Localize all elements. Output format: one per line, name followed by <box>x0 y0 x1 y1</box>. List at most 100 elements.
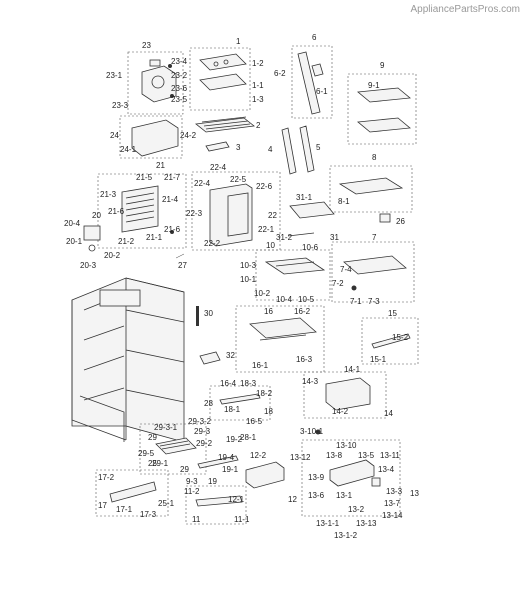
label-21-7: 21-7 <box>164 173 181 182</box>
label-6-2: 6-2 <box>274 69 286 78</box>
label-24-1: 24-1 <box>120 145 137 154</box>
label-31-1: 31-1 <box>296 193 313 202</box>
label-7: 7 <box>372 233 377 242</box>
label-19-1: 19-1 <box>222 465 239 474</box>
label-21-4: 21-4 <box>162 195 179 204</box>
part-21-evaporator <box>97 173 187 249</box>
label-19-4: 19-4 <box>218 453 235 462</box>
part-9-shelf <box>347 73 417 145</box>
label-10-5: 10-5 <box>298 295 315 304</box>
part-1-top-cover <box>189 47 251 111</box>
label-23-1: 23-1 <box>106 71 123 80</box>
label-18-1: 18-1 <box>224 405 241 414</box>
label-12-1: 12-1 <box>228 495 245 504</box>
label-13-2: 13-2 <box>348 505 365 514</box>
watermark: AppliancePartsPros.com <box>410 4 521 15</box>
part-13-dispenser-module <box>301 429 401 517</box>
part-26-clip <box>379 213 391 223</box>
label-6-1: 6-1 <box>316 87 328 96</box>
label-11-1: 11-1 <box>234 515 250 524</box>
label-10-4: 10-4 <box>276 295 293 304</box>
part-30-strip <box>196 306 199 326</box>
label-17: 17 <box>98 501 107 510</box>
label-29-3-2: 29-3-2 <box>188 417 212 426</box>
part-16-crisper-cover <box>235 305 325 373</box>
label-11: 11 <box>192 515 201 524</box>
label-3-10-1: 3-10-1 <box>300 427 324 436</box>
label-13-7: 13-7 <box>384 499 401 508</box>
label-18: 18 <box>264 407 273 416</box>
label-1-1: 1-1 <box>252 81 264 90</box>
label-7-4: 7-4 <box>340 265 352 274</box>
label-10-2: 10-2 <box>254 289 271 298</box>
label-22-4: 22-4 <box>210 163 227 172</box>
label-6: 6 <box>312 33 317 42</box>
label-15-1: 15-1 <box>370 355 387 364</box>
part-29-basket <box>139 423 207 475</box>
label-19-2: 19-2 <box>226 435 243 444</box>
label-29-1: 29-1 <box>152 459 169 468</box>
label-29-3-1: 29-3-1 <box>154 423 178 432</box>
label-16-3: 16-3 <box>296 355 313 364</box>
part-20-damper <box>83 225 101 252</box>
label-15: 15 <box>388 309 397 318</box>
label-23-3: 23-3 <box>112 101 129 110</box>
label-21-5: 21-5 <box>136 173 153 182</box>
label-14-3: 14-3 <box>302 377 319 386</box>
part-24-ice-bucket <box>119 115 183 159</box>
part-22-evaporator-cover <box>191 171 281 251</box>
label-8: 8 <box>372 153 377 162</box>
label-22-5: 22-5 <box>230 175 247 184</box>
label-22-4b: 22-4 <box>194 179 211 188</box>
label-17-3: 17-3 <box>140 510 157 519</box>
label-9-3: 9-3 <box>186 477 198 486</box>
label-21: 21 <box>156 161 165 170</box>
part-3-bracket <box>205 141 230 152</box>
label-21-2: 21-2 <box>118 237 135 246</box>
label-12: 12 <box>288 495 297 504</box>
label-31-2: 31-2 <box>276 233 293 242</box>
label-28-1: 28-1 <box>240 433 257 442</box>
part-17-drawer-front <box>95 469 169 517</box>
label-13-1: 13-1 <box>336 491 353 500</box>
label-17-1: 17-1 <box>116 505 133 514</box>
label-25-1: 25-1 <box>158 499 175 508</box>
label-1-3: 1-3 <box>252 95 264 104</box>
part-32-bracket <box>199 351 221 365</box>
part-12-bin <box>245 461 285 489</box>
label-23: 23 <box>142 41 151 50</box>
label-13-13: 13-13 <box>356 519 377 528</box>
label-31: 31 <box>330 233 339 242</box>
label-20: 20 <box>92 211 101 220</box>
label-1-2: 1-2 <box>252 59 264 68</box>
label-15-2: 15-2 <box>392 333 409 342</box>
label-7-1: 7-1 <box>350 297 362 306</box>
label-12-2: 12-2 <box>250 451 267 460</box>
label-28: 28 <box>204 399 213 408</box>
label-5: 5 <box>316 143 321 152</box>
label-16-2: 16-2 <box>294 307 311 316</box>
part-23-ice-maker-assembly <box>127 51 184 115</box>
part-15-rail <box>361 317 419 365</box>
label-7-3: 7-3 <box>368 297 380 306</box>
label-13-8: 13-8 <box>326 451 343 460</box>
label-23-2: 23-2 <box>171 71 188 80</box>
label-13-3: 13-3 <box>386 487 403 496</box>
part-27-pin <box>175 253 185 259</box>
label-20-4: 20-4 <box>64 219 81 228</box>
label-13-1-1: 13-1-1 <box>316 519 340 528</box>
label-21-1: 21-1 <box>146 233 163 242</box>
label-24: 24 <box>110 131 119 140</box>
label-13-11: 13-11 <box>380 451 400 460</box>
refrigerator-cabinet <box>71 277 185 443</box>
label-21-6b: 21-6 <box>164 225 181 234</box>
label-26: 26 <box>396 217 405 226</box>
label-10-6: 10-6 <box>302 243 319 252</box>
label-27: 27 <box>178 261 187 270</box>
label-23-6: 23-6 <box>171 84 188 93</box>
label-23-5: 23-5 <box>171 95 188 104</box>
label-1: 1 <box>236 37 241 46</box>
label-21-3: 21-3 <box>100 190 117 199</box>
label-11-2: 11-2 <box>184 487 200 496</box>
label-18-3: 18-3 <box>240 379 257 388</box>
